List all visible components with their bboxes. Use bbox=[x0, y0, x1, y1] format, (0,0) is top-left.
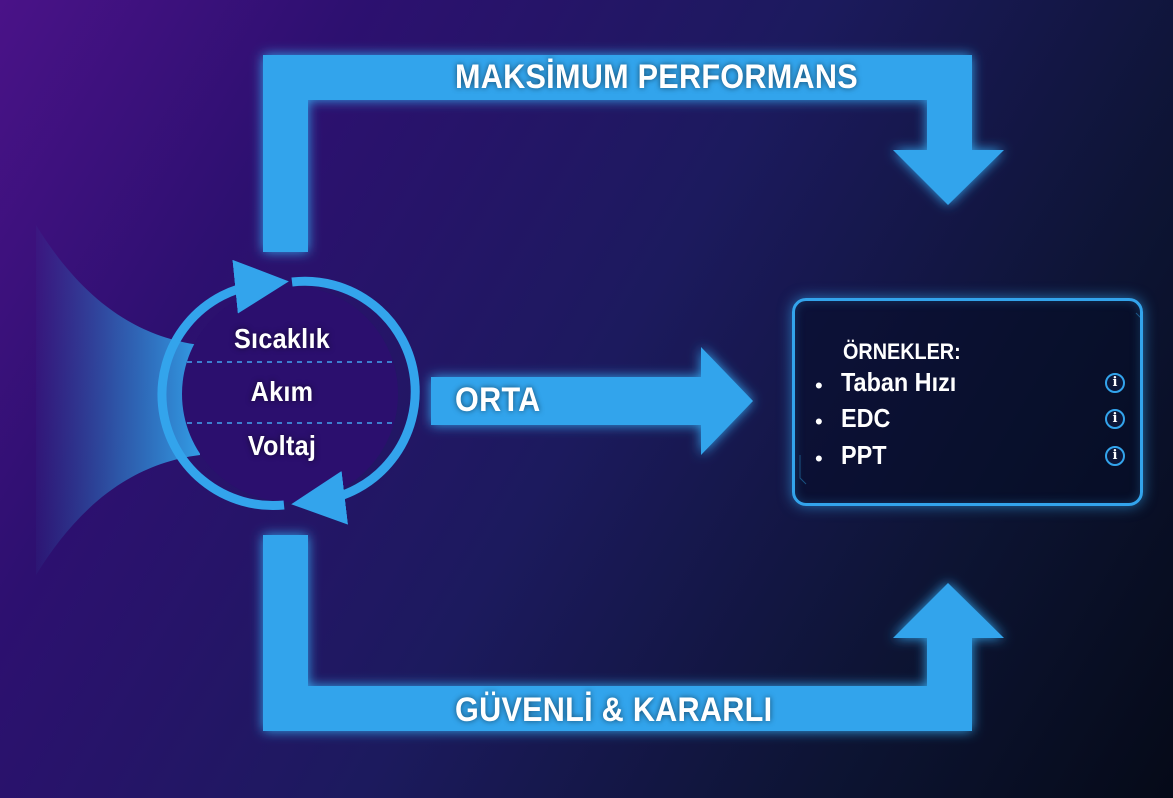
cycle-item-voltage: Voltaj bbox=[247, 430, 317, 461]
middle-path-label: ORTA bbox=[455, 381, 541, 419]
cycle-arrow-left bbox=[157, 259, 289, 511]
input-funnel bbox=[36, 225, 200, 575]
info-icon[interactable]: i bbox=[1105, 446, 1125, 466]
list-item: • EDC i bbox=[815, 403, 1125, 437]
bullet-icon: • bbox=[815, 409, 823, 434]
bottom-path-label: GÜVENLİ & KARARLI bbox=[455, 691, 773, 729]
example-label-base-speed: Taban Hızı bbox=[841, 367, 957, 397]
cycle-circle bbox=[182, 286, 398, 502]
examples-title: ÖRNEKLER: bbox=[843, 339, 961, 364]
bullet-icon: • bbox=[815, 373, 823, 398]
example-label-edc: EDC bbox=[841, 403, 891, 433]
cycle-item-current: Akım bbox=[250, 376, 314, 407]
list-item: • Taban Hızı i bbox=[815, 367, 1125, 401]
example-label-ppt: PPT bbox=[841, 440, 887, 470]
list-item: • PPT i bbox=[815, 440, 1125, 474]
bullet-icon: • bbox=[815, 446, 823, 471]
info-icon[interactable]: i bbox=[1105, 409, 1125, 429]
examples-panel: ÖRNEKLER: • Taban Hızı i • EDC i • PPT i bbox=[792, 298, 1143, 506]
top-path-arrow bbox=[263, 55, 1004, 252]
cycle-arrow-right bbox=[291, 276, 420, 525]
top-path-label: MAKSİMUM PERFORMANS bbox=[455, 58, 858, 96]
bottom-path-arrow bbox=[263, 535, 1004, 731]
cycle-item-temperature: Sıcaklık bbox=[233, 323, 331, 354]
info-icon[interactable]: i bbox=[1105, 373, 1125, 393]
middle-path-arrow bbox=[431, 347, 753, 455]
